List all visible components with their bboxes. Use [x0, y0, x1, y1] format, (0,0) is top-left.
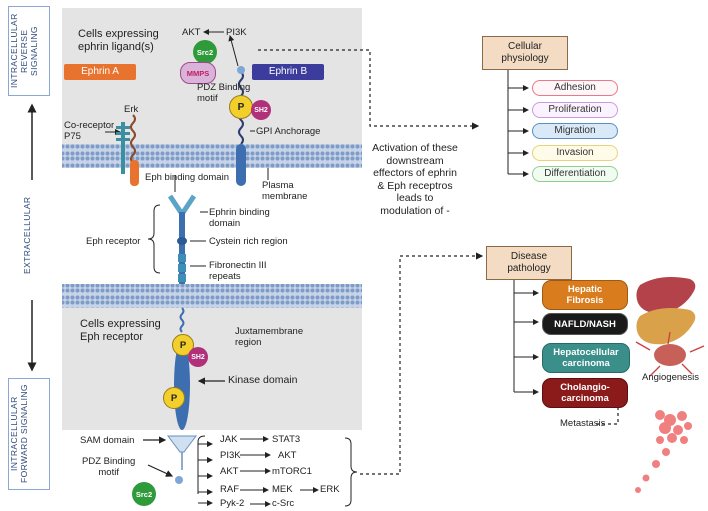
mmps-circle: MMPS [180, 62, 216, 84]
activation-text: Activation of these downstream effectors… [372, 142, 458, 217]
disease-cholangiocarcinoma: Cholangio- carcinoma [542, 378, 628, 408]
extracellular-label: EXTRACELLULAR [22, 196, 32, 274]
physiology-adhesion: Adhesion [532, 80, 618, 96]
physiology-proliferation: Proliferation [532, 102, 618, 118]
erk-squiggle [130, 114, 136, 164]
gpi-label: GPI Anchorage [256, 126, 321, 137]
pdz-arrow [147, 464, 174, 477]
src2-circle-bottom: Src2 [132, 482, 156, 506]
disease-nafld-nash: NAFLD/NASH [542, 313, 628, 335]
eph-receptor-label: Eph receptor [86, 236, 141, 247]
disease-hcc: Hepatocellular carcinoma [542, 343, 630, 373]
angiogenesis-icon [635, 331, 705, 377]
src2-circle-top: Src2 [193, 40, 217, 64]
liver-fibrosis-icon [636, 277, 696, 314]
pathway-jak: JAK [220, 434, 238, 445]
pathway-mtorc1: mTORC1 [272, 466, 312, 477]
pathway-stat3: STAT3 [272, 434, 301, 445]
angiogenesis-label: Angiogenesis [642, 372, 700, 383]
pdz-label-top: PDZ Binding motif [197, 82, 251, 104]
pathway-akt2: AKT [220, 466, 239, 477]
kinase-label: Kinase domain [228, 374, 298, 386]
physiology-invasion: Invasion [532, 145, 618, 161]
ephrin-b-label: Ephrin B [252, 64, 324, 80]
reverse-signaling-label: INTRACELLULAR REVERSE SIGNALING [8, 6, 50, 96]
pathway-raf: RAF [220, 484, 239, 495]
phospho-circle-kinase: P [163, 387, 185, 409]
plasma-membrane-label: Plasma membrane [262, 180, 308, 202]
ephrin-a-stem [130, 160, 139, 186]
physiology-differentiation: Differentiation [532, 166, 618, 182]
metastasis-icon [635, 410, 692, 493]
juxta-label: Juxtamembrane region [235, 326, 304, 348]
eph-receptor-brace [147, 204, 161, 274]
eph-binding-domain-label: Eph binding domain [145, 172, 229, 183]
dotted-connectors [258, 49, 619, 475]
ephrin-a-label: Ephrin A [64, 64, 136, 80]
pathway-erk: ERK [320, 484, 340, 495]
top-plasma-membrane [62, 144, 362, 168]
pathway-akt: AKT [278, 450, 297, 461]
erk-label: Erk [124, 104, 139, 115]
metastasis-label: Metastasis [560, 418, 606, 429]
physiology-tree [507, 68, 529, 177]
pathway-brace [344, 437, 358, 507]
disease-tree [513, 278, 539, 395]
fibronectin-label: Fibronectin III repeats [209, 260, 267, 282]
disease-hepatic-fibrosis: Hepatic Fibrosis [542, 280, 628, 310]
bottom-plasma-membrane [62, 284, 362, 308]
sh2-circle-bottom: SH2 [188, 347, 208, 367]
pathway-pyk2: Pyk-2 [220, 498, 245, 509]
sam-label: SAM domain [80, 435, 135, 446]
physiology-migration: Migration [532, 123, 618, 139]
bottom-cell-title: Cells expressing Eph receptor [80, 318, 161, 343]
pathway-arrows [197, 435, 319, 507]
forward-signaling-label: INTRACELLULAR FORWARD SIGNALING [8, 378, 50, 490]
phospho-circle-top: P [229, 95, 253, 119]
phospho-circle-juxta: P [172, 334, 194, 356]
bottom-cell-background [62, 296, 362, 430]
ephrin-binding-label: Ephrin binding domain [209, 207, 270, 229]
ephrin-b-stem [236, 144, 246, 186]
sh2-circle-top: SH2 [251, 100, 271, 120]
pathway-mek: MEK [272, 484, 293, 495]
pathway-csrc: c-Src [272, 498, 295, 509]
pi3k-arrow [228, 35, 239, 67]
liver-nafld-icon [636, 308, 696, 345]
pathway-pi3k: PI3K [220, 450, 241, 461]
pdz-label-bottom: PDZ Binding motif [82, 456, 136, 478]
cystein-label: Cystein rich region [209, 236, 288, 247]
ephrin-b-tip [237, 66, 245, 74]
top-cell-title: Cells expressing ephrin ligand(s) [78, 28, 159, 53]
coreceptor-label: Co-receptor P75 [64, 120, 115, 142]
pi3k-label: PI3K [226, 27, 247, 38]
akt-label: AKT [182, 27, 201, 38]
coreceptor-p75 [116, 122, 130, 174]
disease-header: Disease pathology [486, 246, 572, 280]
physiology-header: Cellular physiology [482, 36, 568, 70]
